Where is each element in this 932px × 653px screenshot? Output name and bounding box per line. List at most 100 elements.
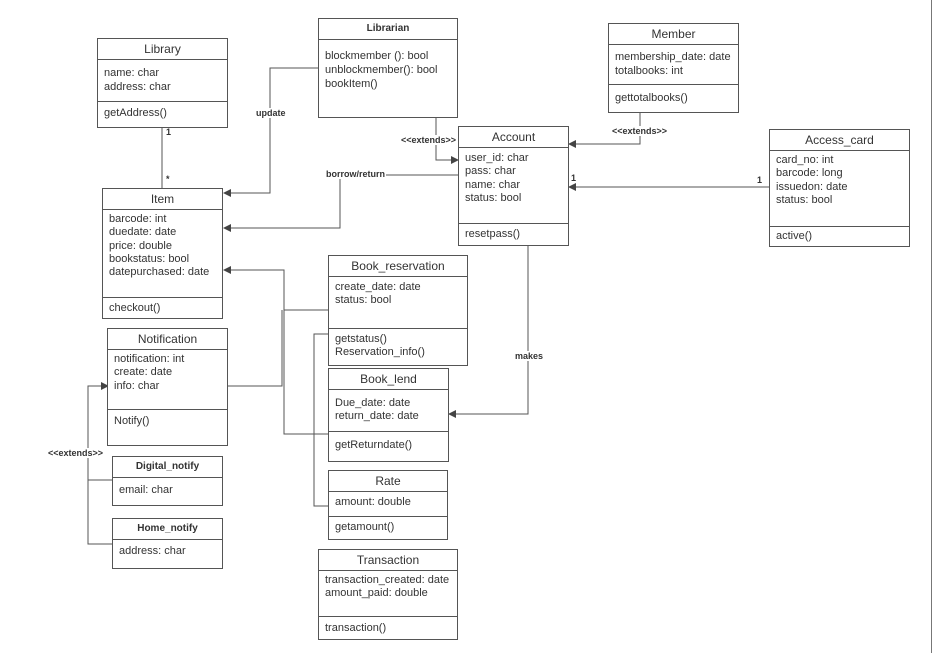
operation: resetpass() (465, 228, 521, 240)
attribute: card_no: int (776, 154, 834, 166)
attribute: Due_date: date (335, 397, 411, 409)
operations-section: transaction() (319, 616, 457, 641)
operations-section: checkout() (103, 297, 222, 320)
label-update: update (255, 108, 287, 118)
attribute: status: bool (335, 294, 392, 306)
multiplicity-account: 1 (571, 173, 577, 183)
class-name: Rate (329, 471, 447, 492)
edge-librarian-item (223, 67, 318, 197)
edge-librarian-account (435, 118, 459, 164)
label-borrow-return: borrow/return (325, 169, 387, 179)
multiplicity-library: 1 (166, 127, 172, 137)
operation: gettotalbooks() (615, 92, 688, 104)
class-account: Account user_id: char pass: char name: c… (458, 126, 569, 246)
class-item: Item barcode: int duedate: date price: d… (102, 188, 223, 319)
attribute: amount_paid: double (325, 587, 428, 599)
attribute: barcode: int (109, 213, 167, 225)
label-extends-account: <<extends>> (400, 135, 458, 145)
attribute: duedate: date (109, 226, 177, 238)
class-name: Digital_notify (113, 457, 222, 478)
attribute: create: date (114, 366, 173, 378)
attribute: amount: double (335, 496, 411, 508)
class-library: Library name: char address: char getAddr… (97, 38, 228, 128)
attribute: pass: char (465, 165, 516, 177)
attribute: user_id: char (465, 152, 529, 164)
attribute: datepurchased: date (109, 266, 210, 278)
edge-notification-item (228, 310, 283, 387)
multiplicity-item: * (166, 174, 170, 184)
multiplicity-access-card: 1 (757, 175, 763, 185)
attribute: unblockmember(): bool (325, 64, 438, 76)
operations-section: active() (770, 226, 909, 248)
class-member: Member membership_date: date totalbooks:… (608, 23, 739, 113)
operation: getstatus() (335, 333, 387, 345)
edge-rate-reservation (313, 333, 328, 507)
operation: getReturndate() (335, 439, 413, 451)
attribute: address: char (104, 81, 171, 93)
attribute: name: char (465, 179, 521, 191)
operations-section: gettotalbooks() (609, 84, 738, 114)
attribute: status: bool (465, 192, 522, 204)
class-librarian: Librarian blockmember (): bool unblockme… (318, 18, 458, 118)
attribute: blockmember (): bool (325, 50, 429, 62)
operations-section: getReturndate() (329, 431, 448, 463)
edge-booklend-item (283, 310, 328, 435)
edge-account-booklend (448, 246, 529, 418)
operation: getamount() (335, 521, 395, 533)
class-digital-notify: Digital_notify email: char (112, 456, 223, 506)
class-name: Library (98, 39, 227, 60)
class-name: Member (609, 24, 738, 45)
operations-section: resetpass() (459, 223, 568, 247)
class-notification: Notification notification: int create: d… (107, 328, 228, 446)
operations-section: getstatus() Reservation_info() (329, 328, 467, 367)
attribute: bookstatus: bool (109, 253, 190, 265)
class-name: Home_notify (113, 519, 222, 540)
attribute: email: char (119, 484, 173, 496)
attribute: price: double (109, 240, 172, 252)
operation: transaction() (325, 622, 387, 634)
label-makes: makes (514, 351, 545, 361)
operation: active() (776, 230, 813, 242)
attribute: address: char (119, 545, 186, 557)
operation: Notify() (114, 415, 150, 427)
operations-section: getAddress() (98, 101, 227, 129)
edge-account-item (223, 174, 458, 232)
attribute: issuedon: date (776, 181, 848, 193)
class-book-lend: Book_lend Due_date: date return_date: da… (328, 368, 449, 462)
operation: Reservation_info() (335, 346, 425, 358)
class-name: Book_reservation (329, 256, 467, 277)
attribute: status: bool (776, 194, 833, 206)
class-access-card: Access_card card_no: int barcode: long i… (769, 129, 910, 247)
attribute: membership_date: date (615, 51, 731, 63)
class-transaction: Transaction transaction_created: date am… (318, 549, 458, 640)
class-name: Item (103, 189, 222, 210)
operations-section: getamount() (329, 516, 447, 541)
edge-reservation-item (223, 266, 328, 311)
class-book-reservation: Book_reservation create_date: date statu… (328, 255, 468, 366)
class-name: Librarian (319, 19, 457, 40)
attribute: totalbooks: int (615, 65, 683, 77)
attribute: bookItem() (325, 78, 378, 90)
label-extends-member: <<extends>> (611, 126, 669, 136)
attribute: barcode: long (776, 167, 843, 179)
attribute: info: char (114, 380, 160, 392)
class-name: Book_lend (329, 369, 448, 390)
class-name: Account (459, 127, 568, 148)
attribute: name: char (104, 67, 160, 79)
edge-digital-notification (87, 382, 112, 481)
label-extends-notify: <<extends>> (47, 448, 105, 458)
operation: checkout() (109, 302, 161, 314)
class-home-notify: Home_notify address: char (112, 518, 223, 569)
attribute: notification: int (114, 353, 185, 365)
class-name: Transaction (319, 550, 457, 571)
operations-section: Notify() (108, 409, 227, 447)
class-rate: Rate amount: double getamount() (328, 470, 448, 540)
attribute: create_date: date (335, 281, 421, 293)
edge-member-account (568, 113, 641, 148)
attribute: return_date: date (335, 410, 419, 422)
operation: getAddress() (104, 107, 167, 119)
edge-home-notification (87, 480, 112, 545)
class-name: Notification (108, 329, 227, 350)
attribute: transaction_created: date (325, 574, 450, 586)
